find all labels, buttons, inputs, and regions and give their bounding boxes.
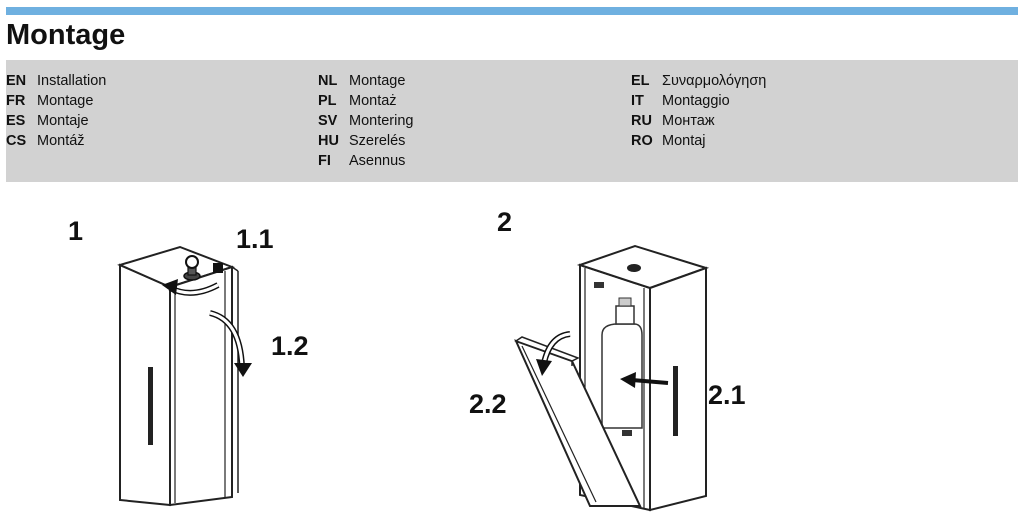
language-label: Asennus [349,153,406,169]
language-row: PL Montaż [318,91,413,111]
language-row: SV Montering [318,111,413,131]
language-label: Szerelés [349,133,406,149]
language-column-2: NL Montage PL Montaż SV Montering HU Szerelé… [318,71,413,171]
language-column-1: EN Installation FR Montage ES Montaje CS Mon… [6,71,106,151]
step-2-number: 2 [497,207,513,237]
dispenser-lock-illustration [117,245,252,507]
language-label: Montaż [349,93,397,109]
language-code: ES [6,113,26,129]
language-code: NL [318,73,338,89]
language-code: FR [6,93,26,109]
language-code: SV [318,113,338,129]
language-code: HU [318,133,339,149]
language-row: ES Montaje [6,111,106,131]
language-row: EN Installation [6,71,106,91]
language-code: EL [631,73,650,89]
language-row: RU Монтаж [631,111,766,131]
language-row: NL Montage [318,71,413,91]
language-label: Montáž [37,133,85,149]
language-label: Montaj [662,133,706,149]
page-title: Montage [6,19,126,51]
language-code: FI [318,153,331,169]
language-row: FR Montage [6,91,106,111]
language-label: Installation [37,73,107,89]
language-code: CS [6,133,27,149]
step-1-number: 1 [68,216,84,246]
language-row: RO Montaj [631,131,766,151]
language-label: Montage [349,73,406,89]
dispenser-open-illustration [514,244,710,512]
step-2-2-label: 2.2 [469,389,507,419]
step-1-1-label: 1.1 [236,224,274,254]
language-code: IT [631,93,644,109]
language-code: RO [631,133,653,149]
language-code: RU [631,113,652,129]
step-2-1-label: 2.1 [708,380,746,410]
language-label: Montaje [37,113,89,129]
language-label: Montaggio [662,93,730,109]
language-code: PL [318,93,337,109]
language-row: FI Asennus [318,151,413,171]
language-row: IT Montaggio [631,91,766,111]
language-label: Montage [37,93,94,109]
header-accent-bar [6,7,1018,15]
language-panel: EN Installation FR Montage ES Montaje CS Mon… [6,60,1018,182]
language-label: Montering [349,113,414,129]
language-row: CS Montáž [6,131,106,151]
language-row: EL Συναρμολόγηση [631,71,766,91]
language-label: Συναρμολόγηση [662,73,767,89]
language-row: HU Szerelés [318,131,413,151]
language-label: Монтаж [662,113,715,129]
language-column-3: EL Συναρμολόγηση IT Montaggio RU Монтаж RO M… [631,71,766,151]
language-code: EN [6,73,27,89]
step-1-2-label: 1.2 [271,331,309,361]
